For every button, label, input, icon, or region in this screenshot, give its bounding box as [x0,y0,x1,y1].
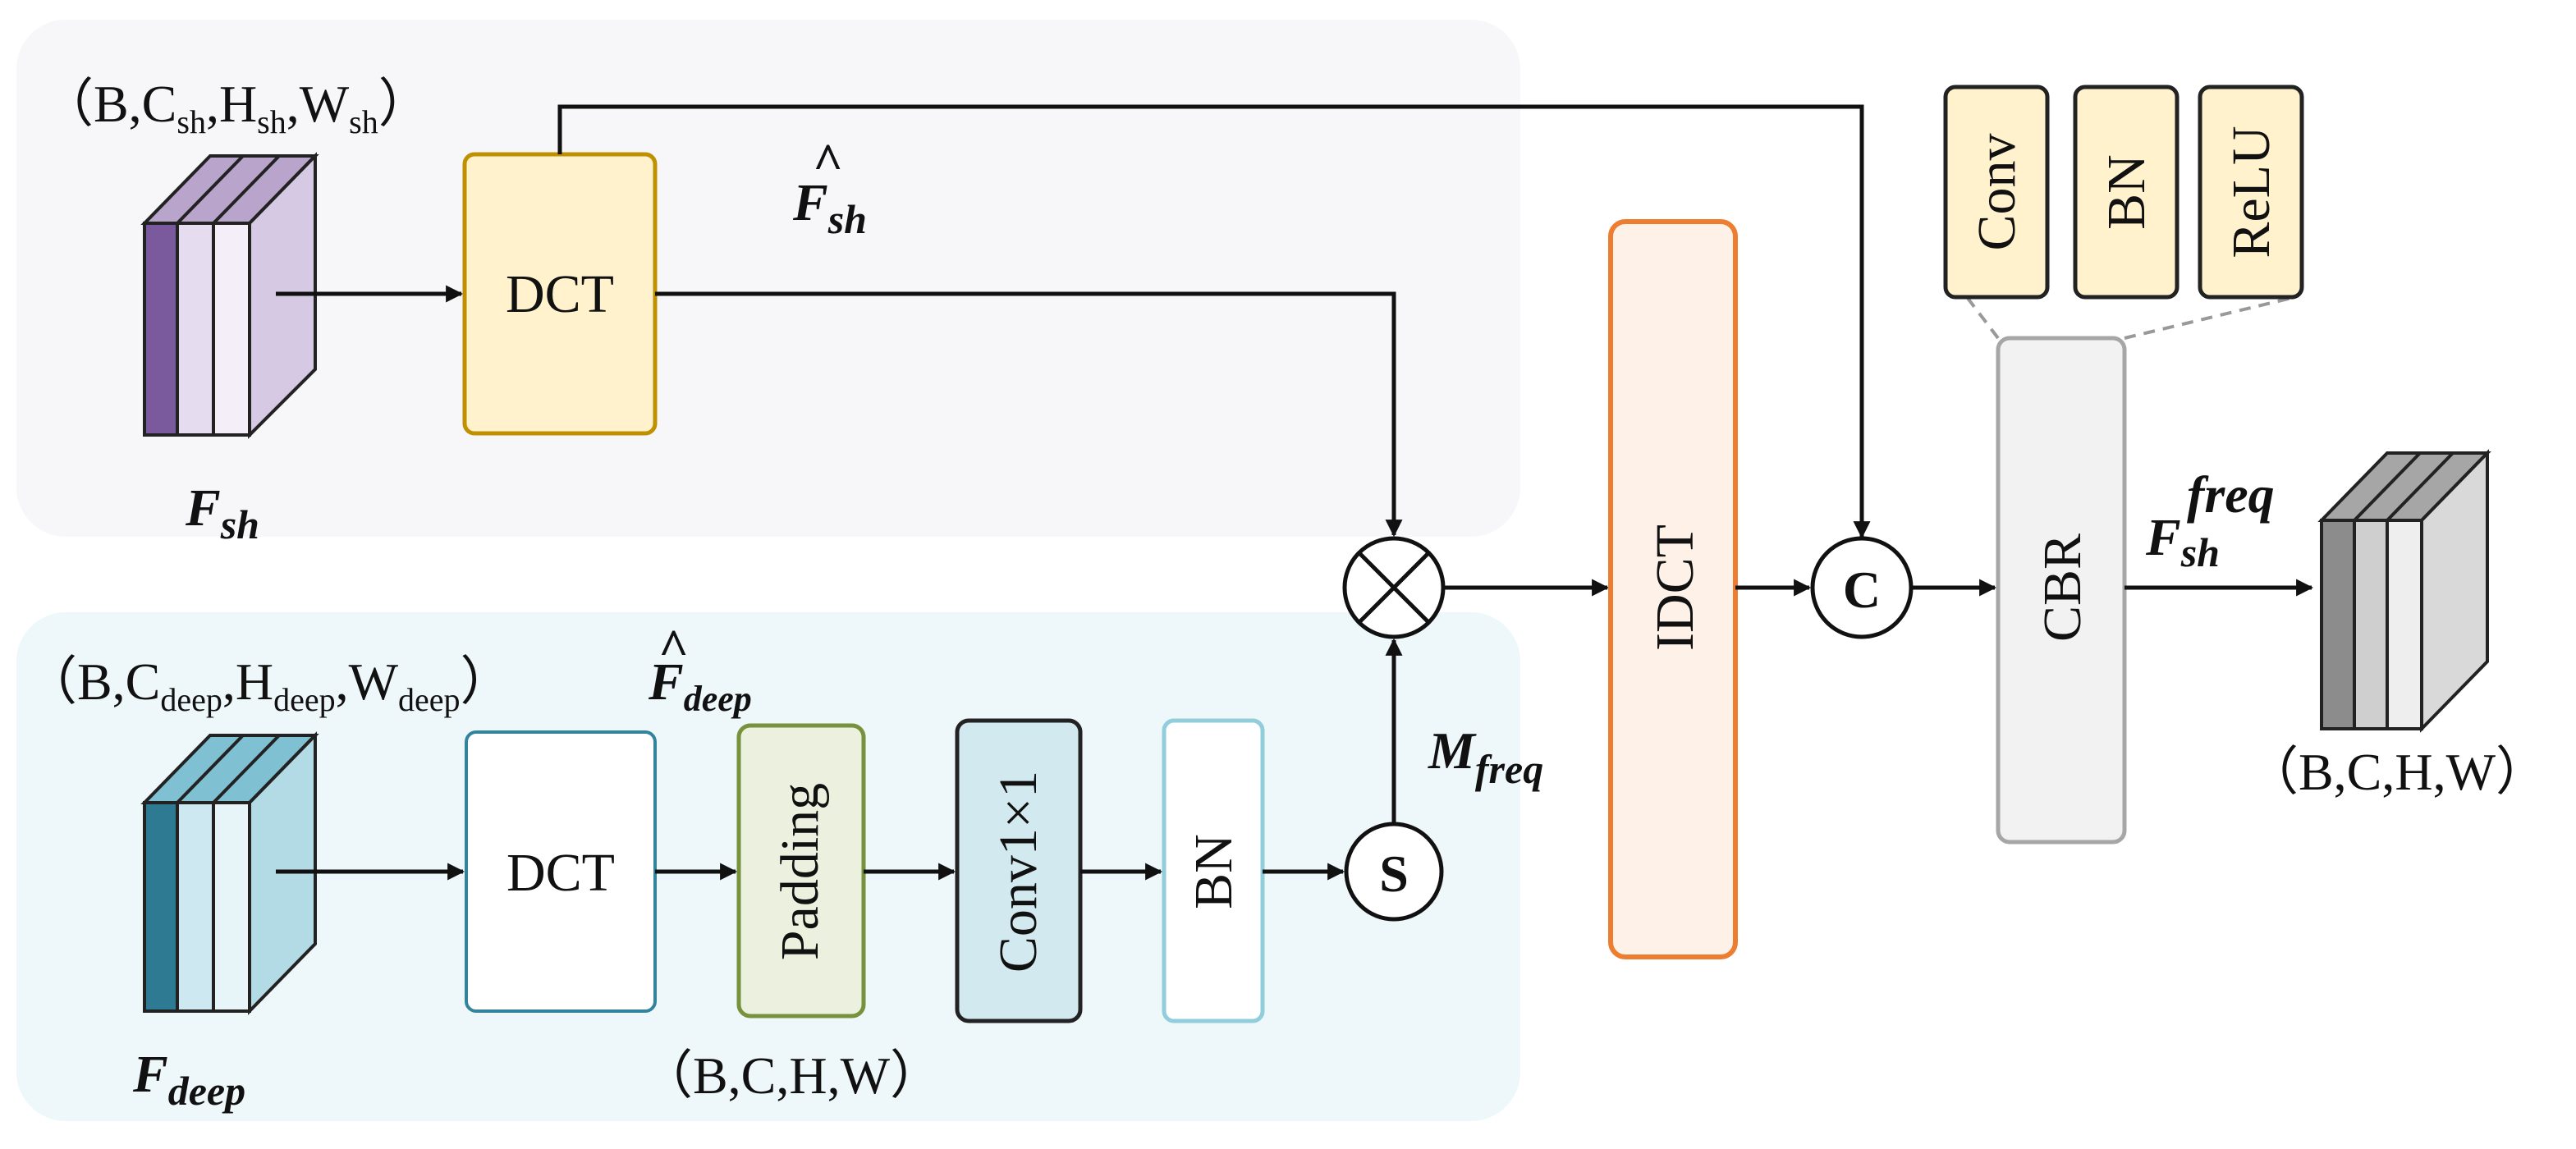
f-deep-hat-mark: ^ [658,618,689,676]
arrow-dct-to-multiply [655,291,1403,538]
deep-shape-label: （B,Cdeep,Hdeep,Wdeep） [25,652,513,718]
padding-label: Padding [770,783,830,960]
f-sh-label: Fsh [185,478,259,547]
padding-shape-label: （B,C,H,W） [640,1046,942,1105]
multiply-operator [1342,536,1446,639]
legend-conv-label: Conv [1967,133,2027,250]
sigmoid-label: S [1379,845,1409,903]
top-panel [16,20,1520,537]
bn-bottom-label: BN [1184,834,1244,909]
f-deep-label: Fdeep [132,1045,245,1114]
f-out-sup: freq [2187,465,2275,524]
m-freq-label: Mfreq [1428,721,1543,792]
dct-top-label: DCT [506,264,614,324]
output-shape-label: （B,C,H,W） [2246,743,2548,801]
legend-relu-label: ReLU [2221,126,2281,258]
legend-conv-block [1943,85,2050,300]
cbr-block [1996,336,2127,845]
f-deep-cube [140,731,319,1015]
legend-bn-block [2073,85,2180,300]
cbr-legend-link-right [2124,295,2296,340]
conv1x1-label: Conv1×1 [988,771,1048,973]
arrow-skip-to-concat [557,104,1871,539]
f-sh-hat-label: Fsh [792,173,867,242]
cbr-legend-link-left [1965,295,2000,340]
sh-shape-label: （B,Csh,Hsh,Wsh） [41,75,431,140]
f-deep-hat-label: Fdeep [648,652,752,719]
legend-relu-block [2198,85,2304,300]
f-out-cube [2317,449,2491,733]
concat-label: C [1843,561,1881,619]
legend-bn-label: BN [2097,154,2157,230]
cbr-label: CBR [2033,533,2092,642]
idct-label: IDCT [1645,524,1705,651]
f-out-label: Fsh [2145,508,2220,575]
f-sh-hat-mark: ^ [813,132,843,190]
dct-bottom-label: DCT [506,843,615,903]
